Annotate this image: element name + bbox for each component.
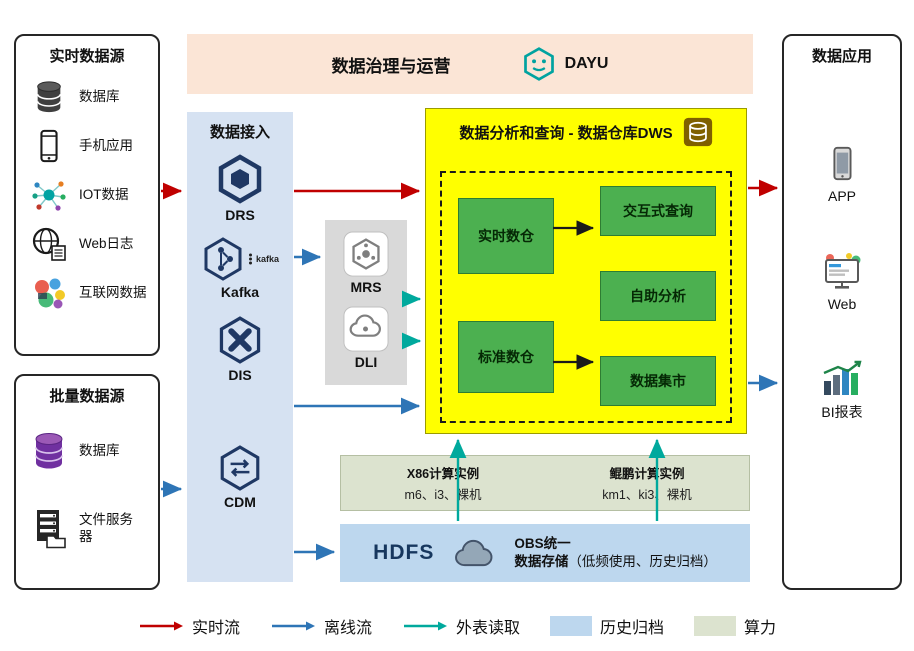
compute-instances-box: X86计算实例 m6、i3、裸机 鲲鹏计算实例 km1、ki3、裸机 [340, 455, 750, 511]
web-log-icon [28, 226, 70, 262]
batch-sources-title: 批量数据源 [49, 388, 125, 405]
source-item-batch-database: 数据库 [16, 430, 158, 472]
compute-swatch [694, 616, 737, 636]
source-item-iot: IOT数据 [16, 177, 158, 213]
red-arrow-icon [139, 621, 183, 631]
dayu-icon [523, 47, 554, 81]
database-icon [28, 79, 70, 115]
flow-legend: 实时流 离线流 外表读取 历史归档 算力 [0, 614, 914, 638]
engines-panel: MRS DLI [325, 220, 407, 385]
applications-panel: 数据应用 APP Web [782, 34, 902, 590]
legend-compute: 算力 [694, 614, 776, 638]
legend-history-archive: 历史归档 [550, 614, 664, 638]
cdm-icon [220, 445, 260, 491]
bi-report-icon [823, 360, 862, 395]
batch-sources-panel: 批量数据源 数据库 [14, 374, 160, 590]
teal-arrow-icon [403, 621, 447, 631]
dws-title: 数据分析和查询 - 数据仓库DWS [459, 124, 673, 142]
service-drs: DRS [187, 154, 293, 223]
warehouse-realtime: 实时数仓 [458, 198, 554, 274]
source-item-web-log: Web日志 [16, 226, 158, 262]
kafka-mini-icon [248, 253, 252, 265]
storage-box: HDFS OBS统一 数据存储（低频使用、历史归档） [340, 524, 750, 582]
kunpeng-instances: 鲲鹏计算实例 km1、ki3、裸机 [602, 467, 692, 502]
service-dis: DIS [187, 316, 293, 383]
drs-icon [218, 154, 262, 204]
source-item-file-server: 文件服务器 [16, 508, 158, 550]
dayu-logo: DAYU [521, 46, 609, 82]
legend-external-read: 外表读取 [402, 614, 520, 638]
warehouse-standard: 标准数仓 [458, 321, 554, 393]
archive-swatch [550, 616, 592, 636]
realtime-sources-title: 实时数据源 [49, 48, 125, 65]
mobile-app-icon [28, 128, 70, 164]
kafka-wordmark: kafka [247, 253, 279, 265]
web-monitor-icon [825, 253, 861, 289]
realtime-sources-panel: 实时数据源 数据库 手机应用 [14, 34, 160, 356]
obs-cloud-icon [455, 539, 493, 567]
governance-title: 数据治理与运营 [331, 56, 451, 76]
legend-realtime-flow: 实时流 [138, 614, 240, 638]
service-interactive-query: 交互式查询 [600, 186, 716, 236]
app-item-app: APP [784, 144, 900, 204]
ingestion-panel: 数据接入 DRS [187, 112, 293, 582]
dws-icon [683, 117, 712, 147]
source-item-internet-data: 互联网数据 [16, 275, 158, 311]
dayu-label: DAYU [564, 55, 609, 72]
service-cdm: CDM [187, 445, 293, 510]
governance-banner: 数据治理与运营 DAYU [187, 34, 753, 94]
iot-icon [28, 177, 70, 213]
ingestion-title: 数据接入 [209, 124, 270, 141]
source-item-database: 数据库 [16, 79, 158, 115]
source-item-mobile-app: 手机应用 [16, 128, 158, 164]
dis-icon [219, 316, 261, 364]
kafka-icon [204, 237, 242, 281]
app-item-bi: BI报表 [784, 358, 900, 422]
obs-label: OBS统一 数据存储（低频使用、历史归档） [514, 535, 717, 569]
database-purple-icon [28, 430, 70, 472]
service-self-analysis: 自助分析 [600, 271, 716, 321]
dws-panel: 数据分析和查询 - 数据仓库DWS 实时数仓 标准数仓 交互式查询 自助分析 数… [425, 108, 747, 434]
x86-instances: X86计算实例 m6、i3、裸机 [404, 467, 482, 502]
internet-data-icon [28, 275, 70, 311]
app-phone-icon [833, 146, 852, 181]
blue-arrow-icon [271, 621, 315, 631]
service-mrs: MRS [343, 231, 389, 295]
legend-offline-flow: 离线流 [270, 614, 372, 638]
service-kafka: kafka Kafka [187, 237, 293, 300]
service-dli: DLI [343, 306, 389, 370]
app-item-web: Web [784, 252, 900, 312]
dws-header: 数据分析和查询 - 数据仓库DWS [426, 109, 746, 147]
applications-title: 数据应用 [811, 48, 872, 65]
dws-inner-group: 实时数仓 标准数仓 交互式查询 自助分析 数据集市 [440, 171, 732, 423]
hdfs-label: HDFS [373, 541, 435, 564]
file-server-icon [28, 508, 70, 550]
mrs-icon [343, 231, 389, 277]
dli-icon [343, 306, 389, 352]
service-data-mart: 数据集市 [600, 356, 716, 406]
